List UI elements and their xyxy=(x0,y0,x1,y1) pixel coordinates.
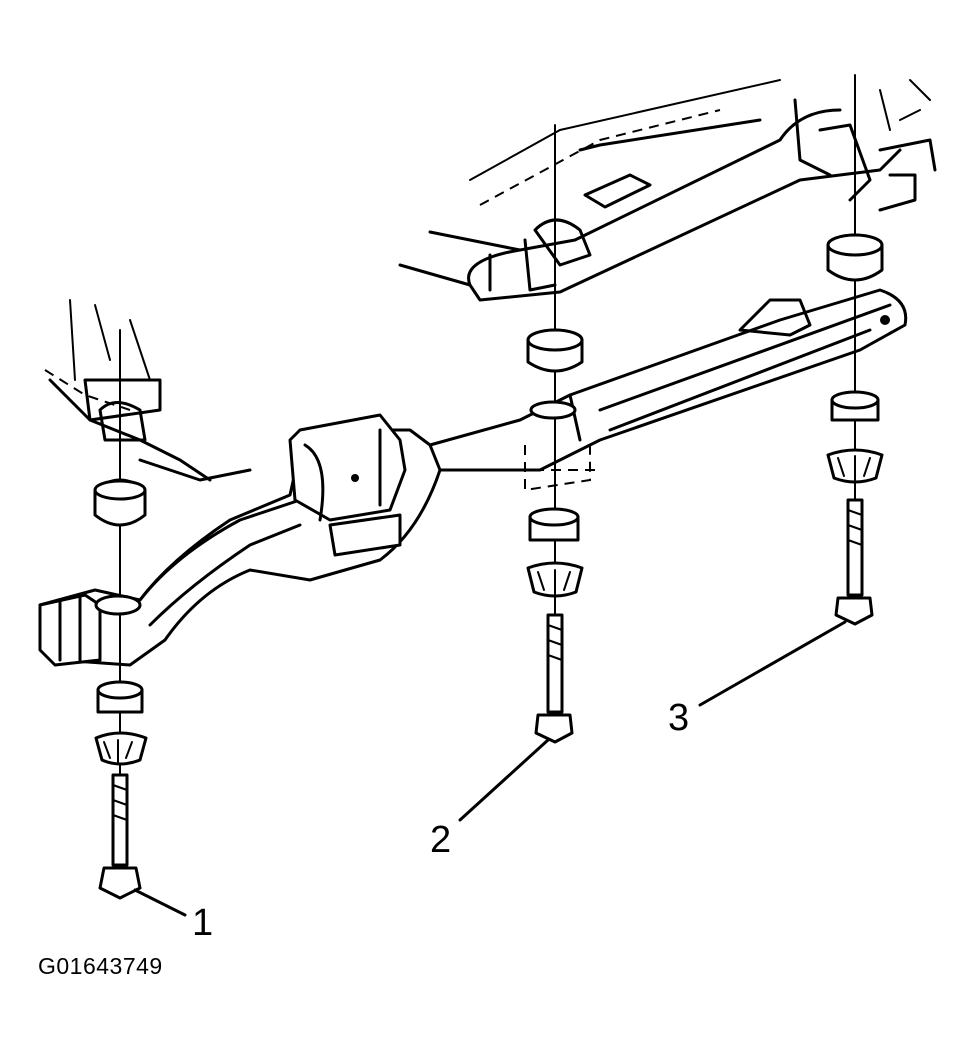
bolt-head-1 xyxy=(98,866,142,900)
retainer-1 xyxy=(94,731,148,766)
leader-line-1 xyxy=(133,888,187,917)
callout-leaders xyxy=(133,620,847,917)
vehicle-body-outline xyxy=(398,79,937,302)
bolt-shank-1 xyxy=(111,773,129,867)
callout-2: 2 xyxy=(430,819,451,861)
bolt-head-2 xyxy=(534,713,574,744)
bolt-shank-2 xyxy=(546,613,564,714)
bolt-shank-3 xyxy=(846,498,864,597)
body-mount-stack-2 xyxy=(526,328,584,744)
bolt-head-3 xyxy=(834,596,874,626)
body-mount-stack-3 xyxy=(826,233,884,626)
figure-id-label: G01643749 xyxy=(38,953,163,979)
leader-line-2 xyxy=(458,738,550,822)
body-mount-stack-1 xyxy=(93,478,148,900)
leader-line-3 xyxy=(698,620,847,707)
left-body-outline xyxy=(44,299,252,482)
frame-crossmember xyxy=(38,288,908,667)
callout-3: 3 xyxy=(668,697,689,739)
callout-1: 1 xyxy=(192,902,213,944)
